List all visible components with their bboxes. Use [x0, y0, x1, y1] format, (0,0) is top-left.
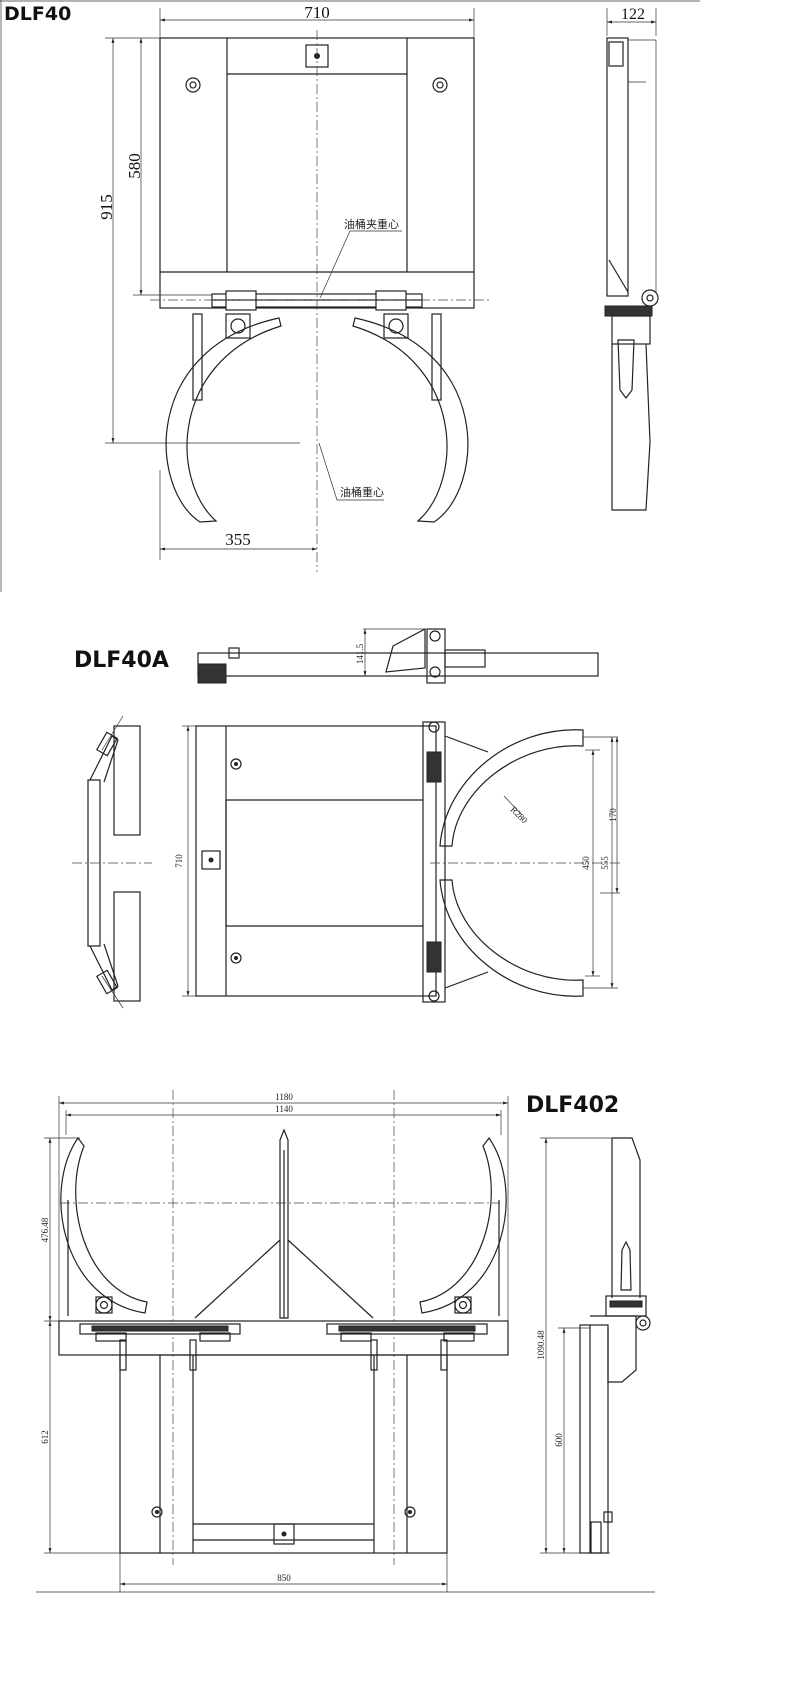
dim-612-label: 612: [40, 1430, 50, 1444]
dim-141-5-label: 141.5: [355, 643, 365, 664]
dim-555-label: 555: [600, 856, 610, 870]
bolt-right: [432, 77, 448, 93]
dim-580: 580: [125, 38, 212, 296]
bolt-left: [185, 77, 201, 93]
dim-476-label: 476.48: [40, 1217, 50, 1242]
dim-915-label: 915: [97, 194, 116, 220]
dim-355: 355: [159, 470, 317, 560]
dim-710: 710: [159, 3, 475, 38]
note-clamp-cg: 油桶夹重心: [344, 217, 399, 231]
dim-1140-label: 1140: [275, 1104, 293, 1114]
dim-355-label: 355: [225, 530, 251, 549]
dim-600-label: 600: [554, 1433, 564, 1447]
dim-1090-label: 1090.48: [536, 1330, 546, 1360]
dim-850-label: 850: [277, 1573, 291, 1583]
dim-1180-label: 1180: [275, 1092, 293, 1102]
dlf402-title: DLF402: [526, 1093, 619, 1118]
dim-580-label: 580: [125, 153, 144, 179]
dim-450-label: 450: [581, 856, 591, 870]
dlf40-title: DLF40: [4, 3, 71, 25]
dlf40a-plate: [195, 725, 437, 997]
dlf40-side-view: 122: [604, 6, 659, 511]
dim-170-label: 170: [608, 808, 618, 822]
view-dlf40: DLF40 710 915: [0, 0, 700, 592]
dim-710-label: 710: [304, 3, 330, 22]
dlf402-side-view: 1090.48 600: [536, 1137, 651, 1554]
dim-710a-label: 710: [174, 854, 184, 868]
dim-915: 915: [97, 37, 300, 444]
dim-141-5: 141.5: [355, 628, 425, 677]
view-dlf402: DLF402 1180 1140 476.48 612: [36, 1090, 655, 1593]
dim-122-label: 122: [621, 6, 645, 23]
dlf40a-title: DLF40A: [74, 648, 169, 673]
dim-r280-label: R280: [509, 804, 530, 825]
view-dlf40a: DLF40A 141.5: [72, 628, 620, 1009]
note-drum-cg: 油桶重心: [340, 485, 384, 499]
dlf40a-left-view: [72, 715, 152, 1009]
